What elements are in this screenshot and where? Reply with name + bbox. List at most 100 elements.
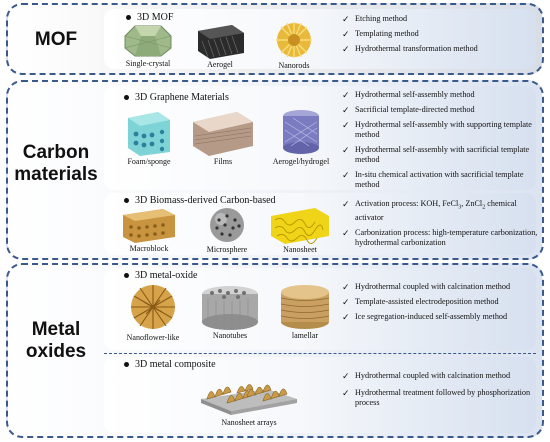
biomass-nanosheet: Nanosheet bbox=[264, 206, 336, 255]
nanotubes-image bbox=[202, 286, 258, 330]
biomass-panel-title: 3D Biomass-derived Carbon-based bbox=[124, 195, 276, 207]
biomass-panel: 3D Biomass-derived Carbon-based Macroblo… bbox=[104, 193, 538, 255]
nanosheet-label: Nanosheet bbox=[283, 245, 317, 254]
method-item: ✓Carbonization process: high-temperature… bbox=[342, 227, 538, 247]
bullet-dot bbox=[124, 198, 129, 204]
method-item: ✓Etching method bbox=[342, 14, 408, 24]
check-icon: ✓ bbox=[342, 44, 350, 54]
foam-image bbox=[128, 112, 170, 156]
oxide-label-line1: Metal bbox=[31, 319, 81, 340]
nanoflower-label: Nanoflower-like bbox=[126, 333, 180, 342]
mof-group: MOF 3D MOF Single-crystal bbox=[6, 3, 544, 75]
graphene-panel: 3D Graphene Materials Foam/sponge bbox=[104, 86, 536, 190]
metal-oxide-panel: 3D metal-oxide Nanoflower-like bbox=[104, 268, 536, 350]
oxide-nanoflower: Nanoflower-like bbox=[118, 282, 188, 343]
method-item: ✓Sacrificial template-directed method bbox=[342, 105, 475, 115]
method-item: ✓Hydrothermal treatment followed by phos… bbox=[342, 388, 531, 407]
lamellar-label: lamellar bbox=[291, 331, 319, 340]
check-icon: ✓ bbox=[342, 199, 350, 209]
aerogel-hydrogel-image bbox=[283, 110, 319, 154]
method-item: ✓Template-assisted electrodeposition met… bbox=[342, 297, 499, 307]
macroblock-label: Macroblock bbox=[129, 244, 169, 253]
method-item: ✓Hydrothermal self-assembly method bbox=[342, 90, 475, 100]
check-icon: ✓ bbox=[342, 120, 350, 130]
method-item: ✓Hydrothermal transformation method bbox=[342, 44, 478, 54]
macroblock-image bbox=[123, 209, 175, 243]
carbon-label-line2: materials bbox=[14, 164, 98, 185]
microsphere-image bbox=[210, 208, 244, 242]
method-item: ✓Hydrothermal coupled with calcination m… bbox=[342, 282, 511, 292]
bullet-dot bbox=[124, 273, 129, 279]
check-icon: ✓ bbox=[342, 388, 350, 398]
composite-nanosheet-arrays: Nanosheet arrays bbox=[194, 369, 304, 428]
carbon-label: Carbon materials bbox=[8, 142, 104, 186]
check-icon: ✓ bbox=[342, 297, 350, 307]
lamellar-image bbox=[280, 285, 330, 329]
aerogel-hydrogel-label: Aerogel/hydrogel bbox=[272, 157, 330, 166]
check-icon: ✓ bbox=[342, 90, 350, 100]
single-crystal-label: Single-crystal bbox=[125, 59, 171, 68]
nanorods-label: Nanorods bbox=[278, 61, 310, 70]
metal-oxide-methods: ✓Hydrothermal coupled with calcination m… bbox=[342, 282, 542, 327]
check-icon: ✓ bbox=[342, 227, 350, 238]
nanosheet-image bbox=[271, 208, 329, 244]
method-item: ✓In-situ chemical activation with sacrif… bbox=[342, 170, 524, 189]
mof-title-text: 3D MOF bbox=[137, 12, 174, 23]
oxide-label: Metal oxides bbox=[8, 319, 104, 363]
films-label: Films bbox=[213, 157, 233, 166]
nanosheet-arrays-image bbox=[201, 384, 297, 415]
check-icon: ✓ bbox=[342, 145, 350, 155]
method-item: ✓Hydrothermal self-assembly with support… bbox=[342, 120, 532, 139]
graphene-panel-title: 3D Graphene Materials bbox=[124, 92, 229, 104]
method-item: ✓Hydrothermal self-assembly with sacrifi… bbox=[342, 145, 530, 164]
bullet-dot bbox=[124, 362, 129, 368]
check-icon: ✓ bbox=[342, 282, 350, 292]
mof-panel: 3D MOF Single-crystal Aerogel bbox=[104, 9, 536, 71]
mof-aerogel: Aerogel bbox=[188, 21, 252, 70]
aerogel-image bbox=[198, 25, 244, 59]
films-image bbox=[193, 112, 253, 156]
check-icon: ✓ bbox=[342, 170, 350, 180]
mof-single-crystal: Single-crystal bbox=[116, 22, 180, 69]
bullet-dot bbox=[124, 95, 129, 101]
carbon-label-line1: Carbon bbox=[22, 142, 90, 163]
graphene-films: Films bbox=[186, 108, 260, 167]
nanoflower-image bbox=[131, 285, 175, 329]
mof-label: MOF bbox=[34, 29, 78, 50]
biomass-macroblock: Macroblock bbox=[114, 207, 184, 254]
composite-panel: 3D metal composite Nanosheet arrays ✓Hyd… bbox=[104, 357, 536, 433]
composite-methods: ✓Hydrothermal coupled with calcination m… bbox=[342, 371, 542, 413]
check-icon: ✓ bbox=[342, 312, 350, 322]
oxide-group: Metal oxides 3D metal-oxide Nanoflower-l… bbox=[6, 263, 544, 438]
oxide-nanotubes: Nanotubes bbox=[194, 284, 266, 341]
graphene-foam: Foam/sponge bbox=[118, 108, 180, 167]
graphene-aerogel: Aerogel/hydrogel bbox=[266, 108, 336, 167]
biomass-microsphere: Microsphere bbox=[192, 206, 262, 255]
mof-panel-title: 3D MOF bbox=[126, 12, 173, 24]
oxide-lamellar: lamellar bbox=[270, 282, 340, 341]
check-icon: ✓ bbox=[342, 29, 350, 39]
check-icon: ✓ bbox=[342, 14, 350, 24]
mof-nanorods: Nanorods bbox=[264, 20, 324, 71]
nanotubes-label: Nanotubes bbox=[212, 331, 248, 340]
method-item: ✓Templating method bbox=[342, 29, 419, 39]
microsphere-label: Microsphere bbox=[206, 245, 248, 254]
graphene-methods: ✓Hydrothermal self-assembly method ✓Sacr… bbox=[342, 90, 538, 195]
method-item: ✓Hydrothermal coupled with calcination m… bbox=[342, 371, 511, 381]
nanosheet-arrays-label: Nanosheet arrays bbox=[221, 418, 277, 427]
method-item: ✓Ice segregation-induced self-assembly m… bbox=[342, 312, 508, 322]
mof-methods: ✓Etching method ✓Templating method ✓Hydr… bbox=[342, 14, 542, 59]
bullet-dot bbox=[126, 15, 131, 21]
section-divider bbox=[104, 353, 536, 354]
carbon-group: Carbon materials 3D Graphene Materials F… bbox=[6, 80, 544, 260]
check-icon: ✓ bbox=[342, 371, 350, 381]
aerogel-label: Aerogel bbox=[207, 60, 233, 69]
method-item: ✓Activation process: KOH, FeCl3, ZnCl2 c… bbox=[342, 199, 517, 222]
single-crystal-image bbox=[124, 25, 172, 57]
check-icon: ✓ bbox=[342, 105, 350, 115]
nanorods-image bbox=[276, 22, 312, 58]
metal-oxide-panel-title: 3D metal-oxide bbox=[124, 270, 197, 282]
biomass-methods: ✓Activation process: KOH, FeCl3, ZnCl2 c… bbox=[342, 199, 538, 253]
composite-panel-title: 3D metal composite bbox=[124, 359, 216, 371]
oxide-label-line2: oxides bbox=[25, 341, 87, 362]
